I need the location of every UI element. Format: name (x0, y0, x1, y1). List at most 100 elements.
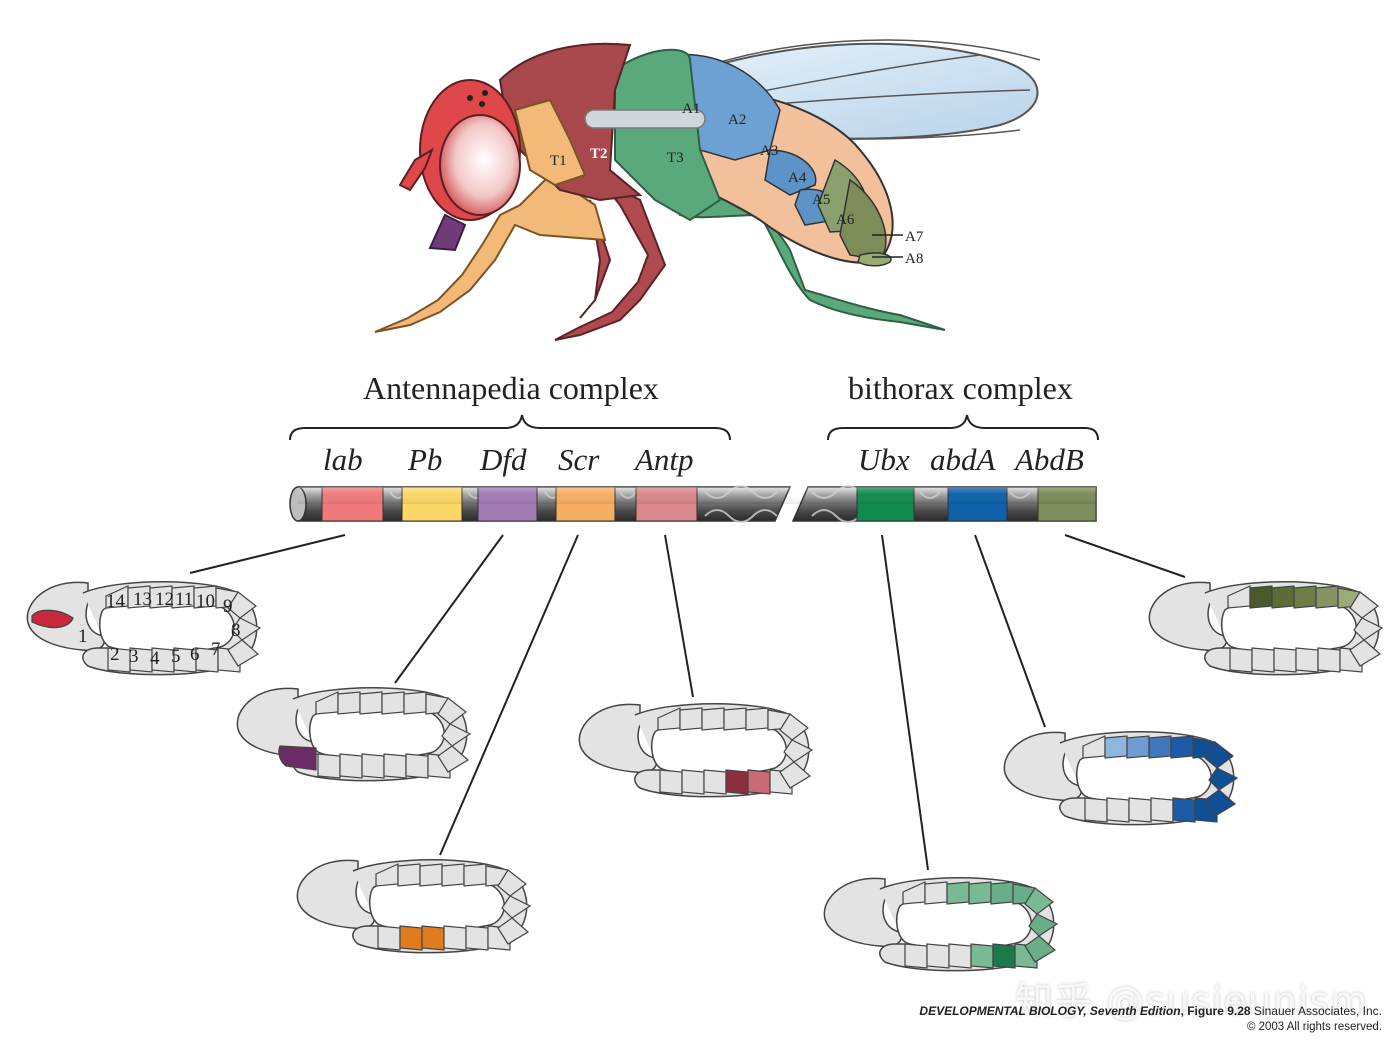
footer-citation: DEVELOPMENTAL BIOLOGY, Seventh Edition, … (919, 1004, 1382, 1018)
embryo-segment (725, 769, 749, 795)
embryo-segment (497, 917, 530, 945)
fly-label-a7: A7 (905, 229, 924, 245)
embryo-segment (339, 753, 363, 779)
fly-label-a1: A1 (682, 101, 700, 117)
embryo-num-12: 12 (155, 589, 174, 610)
fly-label-t2: T2 (590, 146, 608, 162)
footer-copyright: © 2003 All rights reserved. (1246, 1021, 1382, 1033)
embryo-segment (904, 943, 928, 969)
embryo-num-13: 13 (133, 589, 152, 610)
embryo-segment (1249, 585, 1273, 609)
bithorax-complex-label: bithorax complex (848, 370, 1073, 406)
gene-label-abdb: AbdB (1013, 442, 1084, 477)
embryo-segment (1204, 789, 1237, 817)
embryo-segment (443, 925, 467, 951)
embryo-segment (992, 943, 1016, 969)
gene-label-scr: Scr (558, 442, 600, 477)
embryo-num-7: 7 (211, 639, 221, 660)
embryo-segment (1024, 935, 1057, 963)
gene-label-abda: abdA (930, 442, 997, 477)
embryo-segment (377, 925, 401, 951)
embryo-segment (747, 769, 771, 795)
embryo-abdb (1148, 581, 1384, 676)
embryo-num-3: 3 (129, 646, 139, 667)
leg-t1 (374, 173, 607, 333)
embryo-ubx (823, 877, 1059, 972)
fly-label-a2: A2 (728, 112, 746, 128)
embryos (26, 581, 1384, 972)
gene-label-pb: Pb (407, 442, 442, 477)
embryo-segment (1229, 647, 1253, 673)
embryo-segment (317, 753, 341, 779)
embryo-segment (1170, 735, 1194, 759)
embryo-segment (701, 707, 725, 731)
antennapedia-brace (289, 414, 731, 441)
embryo-antp (578, 703, 814, 798)
embryo-segment (968, 881, 992, 905)
embryo-segment (31, 609, 74, 629)
embryo-segment (703, 769, 727, 795)
embryo-segment (383, 753, 407, 779)
footer-figure: , Figure 9.28 (1180, 1004, 1251, 1018)
embryo-dfd (296, 859, 532, 954)
fly-label-a4: A4 (788, 170, 807, 186)
embryo-segment (465, 925, 489, 951)
bithorax-brace (827, 414, 1099, 441)
embryo-num-1: 1 (78, 626, 88, 647)
embryo-segment (397, 863, 421, 887)
watermark: 知乎 @susieunism (1015, 979, 1369, 1023)
embryo-segment (381, 691, 405, 715)
embryo-num-11: 11 (175, 589, 193, 610)
gene-label-ubx: Ubx (858, 442, 910, 477)
embryo-segment (437, 745, 470, 773)
embryo-segment (173, 647, 197, 673)
embryo-segment (1251, 647, 1275, 673)
embryo-segment (129, 647, 153, 673)
embryo-segment (227, 639, 260, 667)
embryo-segment (1293, 585, 1317, 609)
embryo-num-4: 4 (150, 648, 160, 669)
embryo-segment (1128, 797, 1152, 823)
embryo-segment (359, 691, 383, 715)
embryo-segment (1106, 797, 1130, 823)
embryo-lab (26, 581, 262, 676)
thorax-t1 (513, 98, 587, 187)
embryo-segment (1084, 797, 1108, 823)
embryo-segment (421, 925, 445, 951)
embryo-segment (1315, 585, 1339, 609)
embryo-segment (659, 769, 683, 795)
embryo-num-14: 14 (106, 591, 126, 612)
embryo-segment (419, 863, 443, 887)
embryo-segment (681, 769, 705, 795)
fly-label-a8: A8 (905, 251, 923, 267)
fly-head (398, 79, 521, 252)
chromosome (289, 485, 1097, 523)
embryo-segment (405, 753, 429, 779)
embryo-abda (1003, 731, 1239, 826)
footer-book: DEVELOPMENTAL BIOLOGY (919, 1004, 1084, 1018)
fly-label-a5: A5 (812, 192, 830, 208)
connector-lines (189, 534, 1186, 871)
embryo-segment (278, 745, 317, 771)
embryo-segment (990, 881, 1014, 905)
fly-label-t1: T1 (550, 153, 567, 169)
embryo-num-2: 2 (110, 644, 120, 665)
embryo-segment (926, 943, 950, 969)
embryo-segment (946, 881, 970, 905)
footer-edition: , Seventh Edition (1083, 1004, 1181, 1018)
embryo-segment (948, 943, 972, 969)
embryo-segment (1126, 735, 1150, 759)
embryo-segment (924, 881, 948, 905)
embryo-segment (361, 753, 385, 779)
fly-illustration: T1 T2 T3 A1 A2 A3 A4 A5 A6 A7 A8 (374, 39, 1041, 341)
embryo-segment (151, 647, 175, 673)
embryo-segment (441, 863, 465, 887)
embryo-segment-numbers: 14 13 12 11 10 9 8 2 3 4 5 6 7 1 (78, 589, 241, 669)
antennapedia-complex-label: Antennapedia complex (363, 370, 659, 406)
embryo-segment (463, 863, 487, 887)
gene-label-lab: lab (323, 442, 363, 477)
gene-label-dfd: Dfd (479, 442, 527, 477)
embryo-pb (236, 687, 472, 782)
embryo-segment (1150, 797, 1174, 823)
